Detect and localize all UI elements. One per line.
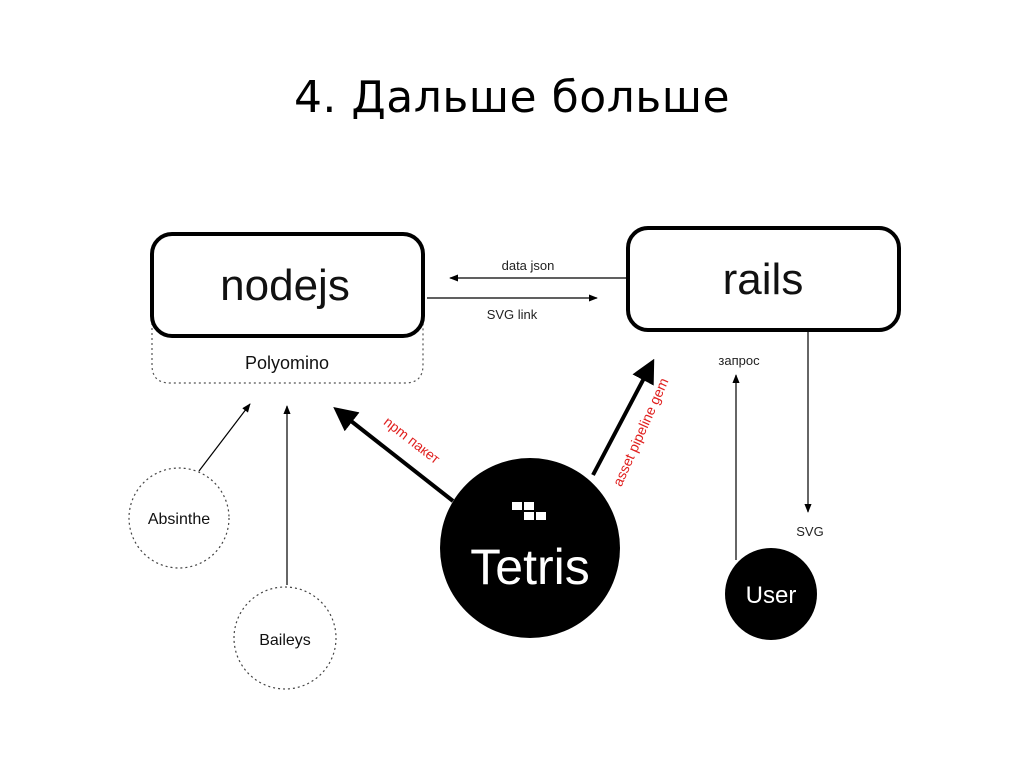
tetris-logo-icon (512, 502, 546, 520)
nodejs-label: nodejs (220, 261, 350, 310)
svg-response-label: SVG (796, 524, 823, 539)
user-node: User (725, 548, 817, 640)
user-circle (725, 548, 817, 640)
tetris-node: Tetris (440, 458, 620, 638)
absinthe-label: Absinthe (148, 511, 210, 528)
user-label: User (746, 582, 797, 609)
rails-label: rails (723, 255, 804, 304)
rails-node: rails (626, 226, 901, 332)
baileys-label: Baileys (259, 632, 311, 649)
slide-title: 4. Дальше больше (293, 72, 731, 123)
nodejs-box (150, 232, 425, 338)
tetris-label: Tetris (470, 539, 589, 595)
baileys-circle (233, 586, 337, 690)
absinthe-arrow (198, 403, 251, 472)
data-json-label: data json (502, 258, 555, 273)
nodejs-node: nodejs (150, 232, 425, 338)
tetris-circle (440, 458, 620, 638)
asset-pipeline-label: asset pipeline gem (609, 375, 671, 488)
absinthe-circle (128, 467, 230, 569)
asset-pipeline-arrow (591, 358, 655, 476)
svg-link-label: SVG link (487, 307, 538, 322)
polyomino-label: Polyomino (245, 353, 329, 373)
rails-box (626, 226, 901, 332)
npm-package-label: npm пакет (381, 413, 444, 467)
request-label: запрос (718, 353, 760, 368)
npm-package-arrow (333, 407, 455, 503)
